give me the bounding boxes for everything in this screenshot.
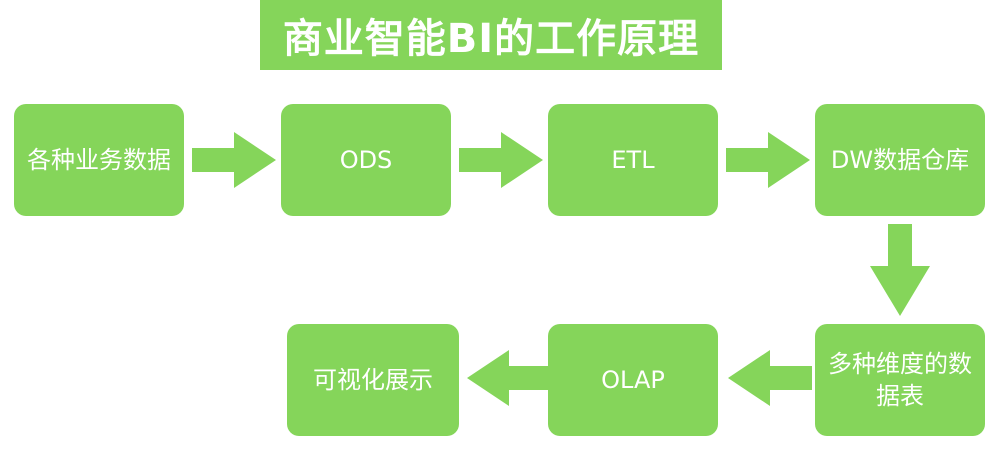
node-ods: ODS xyxy=(281,104,451,216)
diagram-title: 商业智能BI的工作原理 xyxy=(260,0,722,70)
node-etl: ETL xyxy=(548,104,718,216)
arrow-right-icon xyxy=(459,132,543,188)
node-visualization: 可视化展示 xyxy=(287,324,459,436)
arrow-down-icon xyxy=(870,224,930,316)
arrow-left-icon xyxy=(728,350,812,406)
arrow-right-icon xyxy=(726,132,810,188)
arrow-left-icon xyxy=(467,350,551,406)
node-multidim-tables: 多种维度的数据表 xyxy=(815,324,985,436)
node-business-data: 各种业务数据 xyxy=(14,104,184,216)
node-dw: DW数据仓库 xyxy=(815,104,985,216)
node-olap: OLAP xyxy=(548,324,718,436)
arrow-right-icon xyxy=(192,132,276,188)
